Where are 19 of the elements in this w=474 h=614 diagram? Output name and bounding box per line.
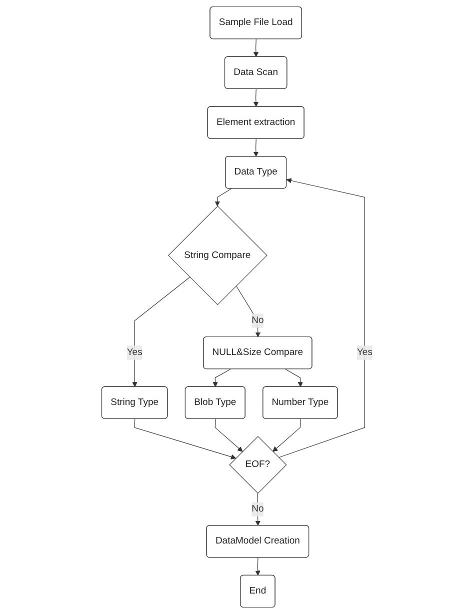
- node-diamond: String Compare: [168, 206, 268, 306]
- arrow: [253, 138, 258, 157]
- arrow: [253, 38, 258, 58]
- node-diamond: EOF?: [229, 436, 287, 494]
- edge-label: Yes: [356, 347, 372, 358]
- arrow: [132, 276, 190, 388]
- arrow: [212, 368, 231, 388]
- arrow: [253, 88, 258, 107]
- arrow: [134, 418, 236, 460]
- edge-label: No: [251, 315, 264, 326]
- arrow: [278, 178, 365, 458]
- arrow: [236, 286, 260, 338]
- arrow: [214, 418, 243, 452]
- arrow: [284, 368, 303, 388]
- arrow: [272, 418, 301, 452]
- edge-label: Yes: [126, 347, 142, 358]
- arrow: [214, 188, 232, 206]
- edge-label: No: [251, 504, 264, 514]
- arrow: [255, 557, 260, 576]
